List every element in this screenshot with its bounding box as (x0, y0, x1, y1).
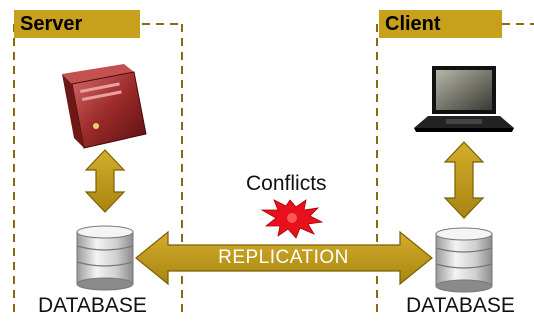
server-vertical-arrow (84, 149, 126, 213)
server-database-label: DATABASE (38, 294, 147, 317)
laptop-icon (414, 66, 514, 132)
replication-label: REPLICATION (218, 247, 349, 268)
client-database-label: DATABASE (406, 294, 515, 317)
client-vertical-arrow (443, 141, 485, 219)
server-tower-icon (62, 64, 147, 149)
conflict-burst-icon (260, 199, 324, 239)
client-database-icon (435, 227, 493, 293)
conflicts-label: Conflicts (246, 172, 327, 195)
server-database-icon (76, 225, 134, 291)
server-title: Server (14, 10, 140, 38)
client-title: Client (379, 10, 502, 38)
replication-arrow (135, 230, 433, 286)
